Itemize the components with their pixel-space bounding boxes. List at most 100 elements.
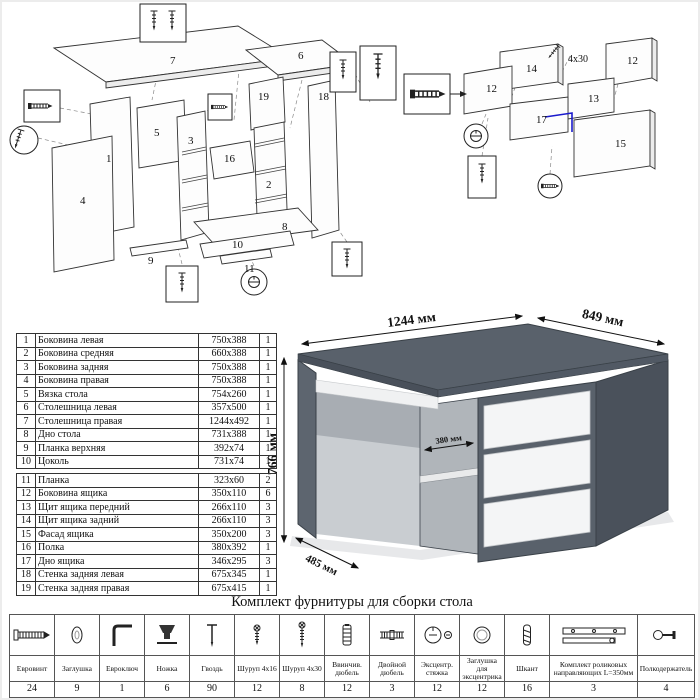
leg-icon (157, 625, 177, 644)
fastener-callout-screws-top (139, 3, 187, 43)
hardware-item-shelf-pin: Полкодержатель 4 (638, 615, 694, 697)
part-number: 13 (16, 500, 36, 515)
parts-table-row: 1 Боковина левая 750x388 1 (16, 333, 277, 348)
part-number-label: 13 (588, 93, 600, 105)
hardware-item-leg: Ножка 6 (145, 615, 190, 697)
hardware-item-name: Ввинчив. дюбель (325, 656, 369, 682)
part-name: Планка (35, 473, 199, 488)
part-name: Боковина правая (35, 373, 199, 388)
part-number-label: 3 (188, 135, 194, 147)
hardware-item-qty: 9 (74, 683, 80, 694)
part-number-label: 7 (170, 55, 176, 67)
part-size: 350x200 (198, 527, 260, 542)
part-number: 8 (16, 427, 36, 442)
part-qty: 3 (259, 513, 277, 528)
part-qty: 1 (259, 567, 277, 582)
hardware-item-qty: 3 (389, 683, 395, 694)
fastener-callout-screw-box (467, 155, 497, 199)
hardware-item-qty: 12 (252, 683, 262, 694)
drawer-front-1 (483, 390, 591, 450)
part-qty: 1 (259, 441, 277, 456)
fastener-callout-eurobolt (403, 73, 467, 115)
hardware-item-name: Евровинт (10, 656, 54, 682)
parts-table-row: 11 Планка 323x60 2 (16, 473, 277, 488)
part-size: 350x110 (198, 486, 260, 501)
part-size: 675x415 (198, 581, 260, 596)
part-name: Щит ящика задний (35, 513, 199, 528)
screw-in-dowel-icon (342, 624, 352, 646)
part-size: 660x388 (198, 346, 260, 361)
hardware-item-drawer-slides: Комплект роликовых направляющих L=350мм … (550, 615, 638, 697)
exploded-view-main-diagram: 7 6 19 18 5 3 16 2 1 4 9 10 8 11 (9, 3, 397, 303)
fastener-callout-screw-bottom-right (331, 241, 363, 277)
panel-17-drawer-bottom (509, 96, 569, 141)
double-dowel-icon (380, 630, 404, 640)
dimension-lines (280, 313, 666, 569)
part-number: 4 (16, 373, 36, 388)
part-size: 323x60 (198, 473, 260, 488)
part-name: Боковина задняя (35, 360, 199, 375)
part-number: 15 (16, 527, 36, 542)
part-size: 392x74 (198, 441, 260, 456)
part-name: Щит ящика передний (35, 500, 199, 515)
part-number-label: 14 (526, 63, 538, 75)
part-number-label: 19 (258, 91, 270, 103)
part-qty: 1 (259, 346, 277, 361)
part-number-label: 11 (244, 263, 255, 275)
dim-shelf-depth-label: 380 мм (435, 432, 463, 446)
part-size: 380x392 (198, 540, 260, 555)
panel-4-side (51, 135, 115, 273)
part-number-label: 16 (224, 153, 236, 165)
hardware-item-name: Заглушка (55, 656, 99, 682)
screw-4x16-icon (253, 624, 261, 645)
hardware-item-screw-in-dowel: Ввинчив. дюбель 12 (325, 615, 370, 697)
hardware-item-name: Шуруп 4x30 (280, 656, 324, 682)
parts-table-row: 6 Столешница левая 357x500 1 (16, 400, 277, 415)
hardware-item-qty: 12 (342, 683, 352, 694)
part-number-label: 2 (266, 179, 272, 191)
hardware-item-name: Двойной дюбель (370, 656, 414, 682)
desktop-edge-right (437, 353, 669, 398)
parts-table-row: 14 Щит ящика задний 266x110 3 (16, 513, 277, 528)
hardware-item-hex-key: Евроключ 1 (100, 615, 145, 697)
parts-table-row: 9 Планка верхняя 392x74 1 (16, 441, 277, 456)
part-number: 16 (16, 540, 36, 555)
part-number-labels: 14 12 12 13 17 15 4x30 (486, 54, 638, 150)
part-name: Дно стола (35, 427, 199, 442)
fastener-callout-cam-circle (463, 123, 489, 149)
hardware-item-name: Евроключ (100, 656, 144, 682)
part-number: 9 (16, 441, 36, 456)
groove-highlight (544, 112, 573, 132)
part-size: 357x500 (198, 400, 260, 415)
parts-table-row: 10 Цоколь 731x74 1 (16, 454, 277, 469)
hardware-item-double-dowel: Двойной дюбель 3 (370, 615, 415, 697)
drawer-slide-rails (181, 137, 288, 212)
parts-table-row: 8 Дно стола 731x388 1 (16, 427, 277, 442)
part-qty: 1 (259, 373, 277, 388)
hardware-item-qty: 12 (432, 683, 442, 694)
parts-table-row: 4 Боковина правая 750x388 1 (16, 373, 277, 388)
hardware-item-wood-dowel: Шкант 16 (505, 615, 550, 697)
panel-15-drawer-facade (573, 109, 656, 178)
part-number: 12 (16, 486, 36, 501)
part-number-label: 10 (232, 239, 244, 251)
parts-table-row: 7 Столешница правая 1244x492 1 (16, 414, 277, 429)
hardware-kit-title: Комплект фурнитуры для сборки стола (231, 594, 473, 610)
wood-dowel-icon (523, 624, 531, 646)
part-qty: 1 (259, 427, 277, 442)
hardware-item-qty: 24 (27, 683, 37, 694)
hardware-item-name: Шуруп 4x16 (235, 656, 279, 682)
parts-table-row: 17 Дно ящика 346x295 3 (16, 554, 277, 569)
parts-table-row: 19 Стенка задняя правая 675x415 1 (16, 581, 277, 596)
hardware-item-name: Эксцентр. стяжка (415, 656, 459, 682)
part-name: Стенка задняя правая (35, 581, 199, 596)
part-size: 754x260 (198, 387, 260, 402)
part-qty: 1 (259, 540, 277, 555)
part-name: Фасад ящика (35, 527, 199, 542)
hardware-item-qty: 4 (663, 683, 669, 694)
fastener-callout-eurobolt-left (23, 89, 61, 123)
part-number: 6 (16, 400, 36, 415)
right-side-panel (595, 359, 669, 547)
hardware-item-qty: 16 (522, 683, 532, 694)
panel-19-back-wall (248, 76, 286, 131)
